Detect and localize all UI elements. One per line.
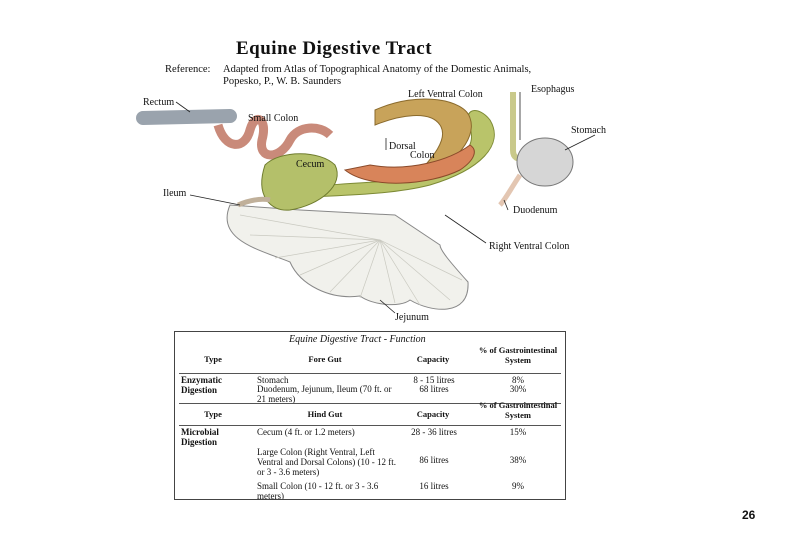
header1-gut: Fore Gut — [308, 354, 342, 364]
label-rectum: Rectum — [143, 97, 175, 108]
dorsal-colon — [343, 144, 475, 184]
enzymatic-type: Enzymatic Digestion — [181, 375, 222, 395]
header2-type: Type — [204, 409, 222, 419]
microbial-row3-percent: 9% — [512, 481, 524, 491]
mesentery-lines — [239, 214, 463, 306]
microbial-row3-capacity: 16 litres — [419, 481, 449, 491]
header1-type: Type — [204, 354, 222, 364]
page-number: 26 — [742, 508, 756, 522]
microbial-row1-capacity: 28 - 36 litres — [411, 427, 457, 437]
header1-percent: % of Gastrointestinal System — [478, 345, 558, 365]
small-colon — [213, 114, 334, 160]
header1-capacity: Capacity — [416, 354, 450, 364]
enzymatic-row2-capacity: 68 litres — [419, 384, 449, 394]
microbial-row2-capacity: 86 litres — [419, 455, 449, 465]
label-duodenum: Duodenum — [513, 205, 558, 216]
ileum — [237, 196, 271, 208]
microbial-row2-gut: Large Colon (Right Ventral, Left Ventral… — [257, 447, 396, 477]
microbial-row3-gut: Small Colon (10 - 12 ft. or 3 - 3.6 mete… — [257, 481, 379, 500]
table-caption: Equine Digestive Tract - Function — [289, 334, 426, 345]
label-dorsal: Dorsal — [389, 141, 416, 152]
header2-gut: Hind Gut — [307, 409, 343, 419]
jejunum-mesentery — [226, 204, 469, 310]
label-left-ventral-colon: Left Ventral Colon — [408, 89, 483, 100]
label-ileum: Ileum — [163, 188, 187, 199]
rectum — [136, 109, 237, 125]
enzymatic-row2-percent: 30% — [509, 384, 527, 394]
microbial-row1-percent: 15% — [509, 427, 527, 437]
reference-line-2: Popesko, P., W. B. Saunders — [223, 76, 342, 87]
header2-capacity: Capacity — [416, 409, 450, 419]
header2-percent: % of Gastrointestinal System — [478, 400, 558, 420]
table-divider — [179, 403, 561, 404]
label-cecum: Cecum — [296, 159, 325, 170]
stomach — [516, 137, 574, 187]
reference-line-1: Adapted from Atlas of Topographical Anat… — [223, 64, 532, 75]
microbial-type: Microbial Digestion — [181, 427, 219, 447]
label-stomach: Stomach — [571, 125, 606, 136]
label-dorsal-colon: Colon — [410, 150, 435, 161]
microbial-row2-percent: 38% — [509, 455, 527, 465]
function-table: Equine Digestive Tract - Function Type F… — [174, 331, 566, 500]
enzymatic-row1-gut: Stomach — [257, 375, 289, 385]
enzymatic-row2-gut: Duodenum, Jejunum, Ileum (70 ft. or 21 m… — [257, 384, 392, 404]
page-title: Equine Digestive Tract — [236, 38, 433, 59]
enzymatic-row1-percent: 8% — [512, 375, 524, 385]
label-esophagus: Esophagus — [531, 84, 575, 95]
table-divider — [179, 373, 561, 374]
label-pointers — [175, 92, 596, 314]
reference-note: Reference: Adapted from Atlas of Topograp… — [165, 64, 531, 88]
microbial-row1-gut: Cecum (4 ft. or 1.2 meters) — [257, 427, 355, 437]
duodenum — [498, 173, 523, 207]
label-right-ventral-colon: Right Ventral Colon — [489, 241, 570, 252]
label-jejunum: Jejunum — [395, 312, 429, 323]
label-small-colon: Small Colon — [248, 113, 299, 124]
table-divider — [179, 425, 561, 426]
enzymatic-row1-capacity: 8 - 15 litres — [413, 375, 455, 385]
reference-label: Reference: — [165, 64, 211, 75]
